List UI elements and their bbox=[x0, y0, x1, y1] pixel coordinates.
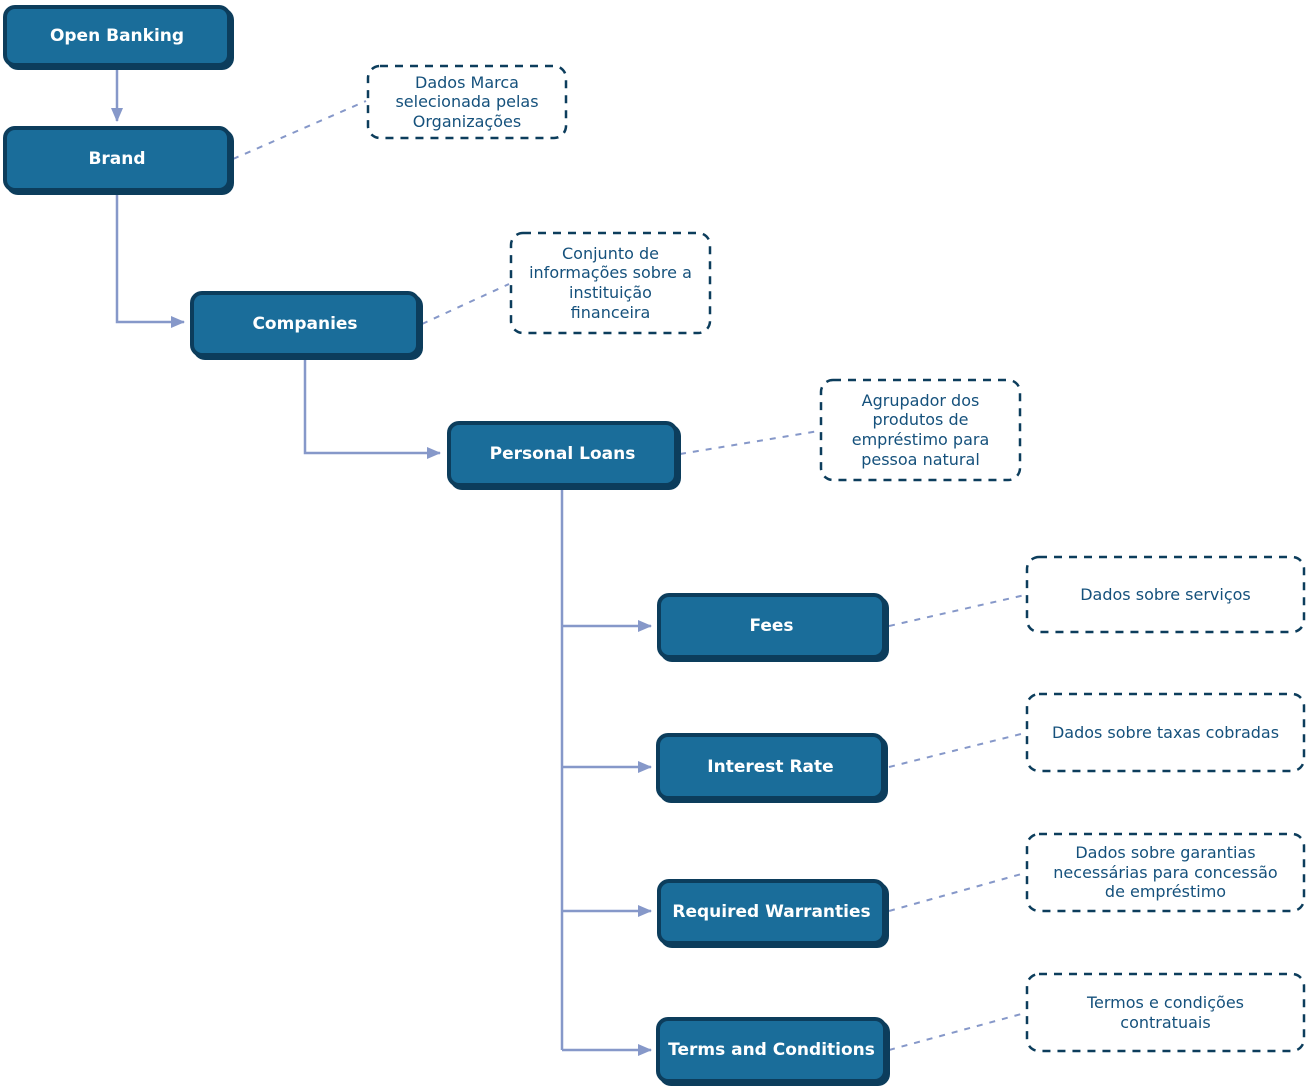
annotation-personal-loans: Agrupador dos produtos de empréstimo par… bbox=[851, 390, 990, 469]
arrow-brand-to-companies bbox=[115, 192, 185, 328]
node-required-warranties[interactable]: Required Warranties bbox=[657, 879, 886, 945]
annotation-companies: Conjunto de informações sobre a institui… bbox=[529, 243, 692, 322]
node-brand[interactable]: Brand bbox=[3, 126, 231, 192]
annotation-box-personal-loans bbox=[819, 378, 1022, 482]
link-personal-loans-annotation bbox=[679, 430, 820, 455]
node-open-banking[interactable]: Open Banking bbox=[3, 5, 231, 67]
link-companies-annotation bbox=[421, 283, 510, 325]
node-terms-and-conditions[interactable]: Terms and Conditions bbox=[656, 1017, 887, 1083]
node-interest-rate[interactable]: Interest Rate bbox=[656, 733, 885, 800]
annotation-brand: Dados Marca selecionada pelas Organizaçõ… bbox=[395, 72, 539, 131]
annotation-fees: Dados sobre serviços bbox=[1080, 584, 1251, 604]
annotation-required-warranties: Dados sobre garantias necessárias para c… bbox=[1053, 843, 1278, 902]
arrow-companies-to-personal-loans bbox=[303, 358, 441, 459]
link-fees-annotation bbox=[888, 594, 1026, 627]
annotation-box-fees bbox=[1025, 555, 1306, 634]
link-interest-rate-annotation bbox=[888, 732, 1026, 768]
link-terms-and-conditions-annotation bbox=[888, 1012, 1026, 1051]
link-required-warranties-annotation bbox=[888, 872, 1026, 912]
annotation-box-required-warranties bbox=[1025, 832, 1306, 913]
node-fees[interactable]: Fees bbox=[657, 593, 886, 659]
annotation-box-terms-and-conditions bbox=[1025, 972, 1306, 1053]
annotation-interest-rate: Dados sobre taxas cobradas bbox=[1051, 722, 1280, 742]
annotation-box-companies bbox=[509, 231, 712, 335]
node-companies[interactable]: Companies bbox=[190, 291, 420, 357]
annotation-terms-and-conditions: Termos e condições contratuais bbox=[1086, 992, 1244, 1032]
annotation-box-brand bbox=[366, 64, 568, 140]
node-personal-loans[interactable]: Personal Loans bbox=[447, 421, 678, 487]
link-brand-annotation bbox=[232, 100, 367, 160]
annotation-box-interest-rate bbox=[1025, 692, 1306, 773]
